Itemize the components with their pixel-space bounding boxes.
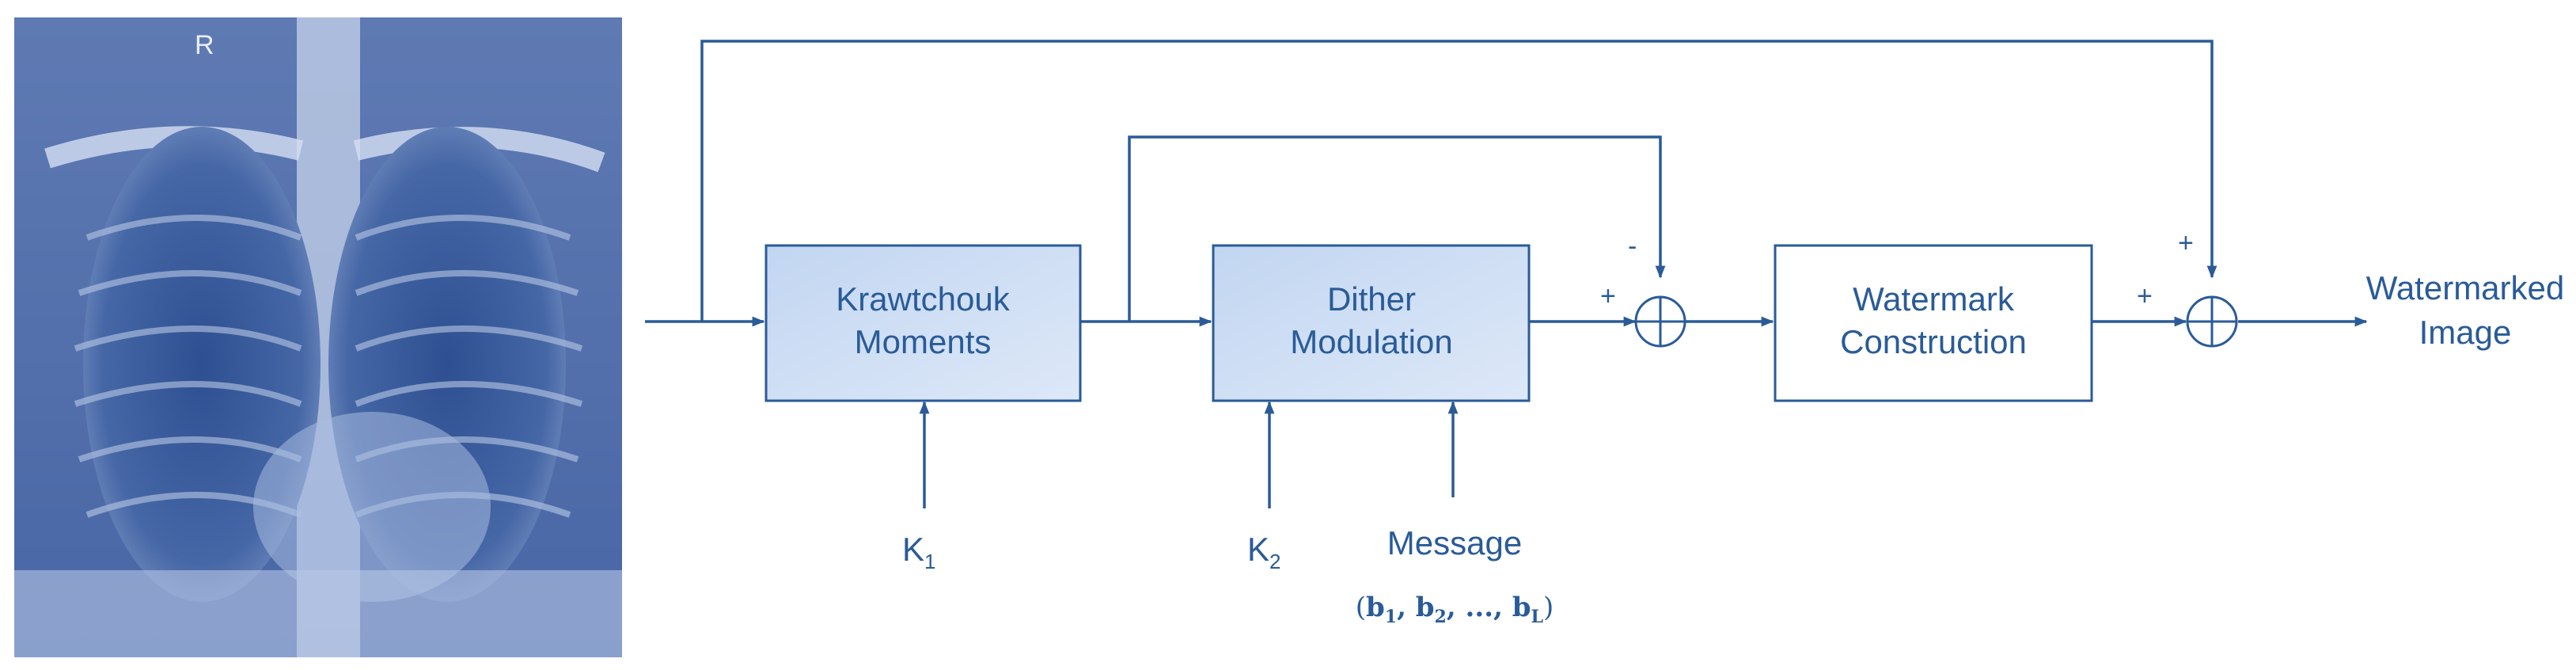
message-bits-label: (b1, b2, ..., bL): [1356, 592, 1554, 627]
dither-label-line1: Dither: [1327, 280, 1416, 318]
adder-plus-sign-top: +: [2178, 228, 2194, 258]
krawtchouk-moments-block: Krawtchouk Moments: [764, 244, 1082, 402]
output-label-line2: Image: [2419, 314, 2512, 351]
bypass-line-moments: [1128, 135, 1666, 322]
watermark-construction-block: Watermark Construction: [1774, 244, 2093, 402]
output-label-line1: Watermarked: [2366, 269, 2565, 306]
xray-side-marker: R: [195, 30, 214, 60]
krawtchouk-label-line1: Krawtchouk: [836, 280, 1010, 318]
bypass-line-top: [700, 40, 2217, 322]
subtractor-plus-sign: +: [1600, 281, 1616, 311]
chest-xray-image: R: [14, 17, 622, 657]
krawtchouk-label-line2: Moments: [855, 323, 992, 360]
key-k1-label: K1: [902, 531, 935, 573]
subtractor-minus-sign: -: [1628, 231, 1637, 261]
adder-plus-sign-left: +: [2137, 281, 2153, 311]
adder-junction: [2186, 295, 2238, 348]
subtractor-junction: [1634, 295, 1686, 348]
dither-modulation-block: Dither Modulation: [1212, 244, 1531, 402]
message-label: Message: [1387, 524, 1522, 562]
dither-label-line2: Modulation: [1290, 323, 1452, 360]
watermark-label-line2: Construction: [1840, 323, 2027, 360]
key-k2-label: K2: [1247, 531, 1280, 573]
watermark-label-line1: Watermark: [1853, 280, 2015, 318]
signal-lines: [645, 40, 2368, 508]
